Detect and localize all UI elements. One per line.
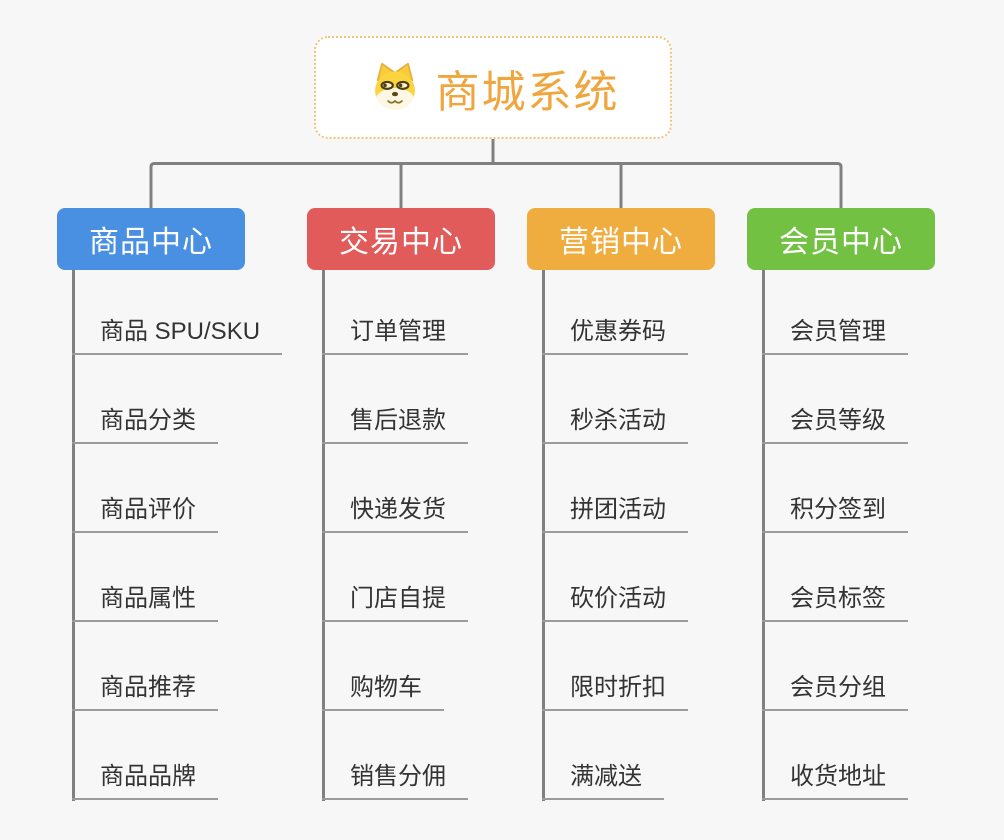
branch-node-marketing[interactable]: 营销中心 — [527, 208, 715, 270]
branch-member: 会员中心 会员管理 会员等级 积分签到 会员标签 会员分组 收货地址 — [747, 208, 997, 808]
leaf-node[interactable]: 会员管理 — [762, 317, 908, 355]
leaf-node[interactable]: 满减送 — [542, 762, 664, 800]
leaf-node[interactable]: 快递发货 — [322, 495, 468, 533]
leaf-node[interactable]: 秒杀活动 — [542, 406, 688, 444]
leaf-node[interactable]: 会员等级 — [762, 406, 908, 444]
leaf-node[interactable]: 订单管理 — [322, 317, 468, 355]
leaf-node[interactable]: 积分签到 — [762, 495, 908, 533]
leaf-node[interactable]: 售后退款 — [322, 406, 468, 444]
branch-node-member[interactable]: 会员中心 — [747, 208, 935, 270]
leaf-node[interactable]: 销售分佣 — [322, 762, 468, 800]
branch-spine — [762, 270, 765, 801]
shiba-dog-icon — [374, 62, 415, 110]
leaf-node[interactable]: 收货地址 — [762, 762, 908, 800]
branch-marketing: 营销中心 优惠券码 秒杀活动 拼团活动 砍价活动 限时折扣 满减送 — [527, 208, 777, 808]
leaf-node[interactable]: 商品品牌 — [72, 762, 218, 800]
leaf-node[interactable]: 购物车 — [322, 673, 444, 711]
branch-trade: 交易中心 订单管理 售后退款 快递发货 门店自提 购物车 销售分佣 — [307, 208, 557, 808]
leaf-node[interactable]: 商品 SPU/SKU — [72, 317, 283, 355]
leaf-node[interactable]: 商品分类 — [72, 406, 218, 444]
branch-spine — [542, 270, 545, 801]
leaf-node[interactable]: 商品评价 — [72, 495, 218, 533]
root-node[interactable]: 商城系统 — [314, 36, 672, 139]
branch-spine — [72, 270, 75, 801]
branch-product: 商品中心 商品 SPU/SKU 商品分类 商品评价 商品属性 商品推荐 商品品牌 — [57, 208, 307, 808]
root-title: 商城系统 — [435, 67, 620, 117]
leaf-node[interactable]: 商品推荐 — [72, 673, 218, 711]
leaf-node[interactable]: 拼团活动 — [542, 495, 688, 533]
leaf-node[interactable]: 优惠券码 — [542, 317, 688, 355]
leaf-node[interactable]: 商品属性 — [72, 584, 218, 622]
leaf-node[interactable]: 会员标签 — [762, 584, 908, 622]
branch-node-trade[interactable]: 交易中心 — [307, 208, 495, 270]
branch-spine — [322, 270, 325, 801]
branch-node-product[interactable]: 商品中心 — [57, 208, 245, 270]
branch-frame-line — [149, 162, 843, 208]
leaf-node[interactable]: 会员分组 — [762, 673, 908, 711]
leaf-node[interactable]: 门店自提 — [322, 584, 468, 622]
leaf-node[interactable]: 砍价活动 — [542, 584, 688, 622]
leaf-node[interactable]: 限时折扣 — [542, 673, 688, 711]
